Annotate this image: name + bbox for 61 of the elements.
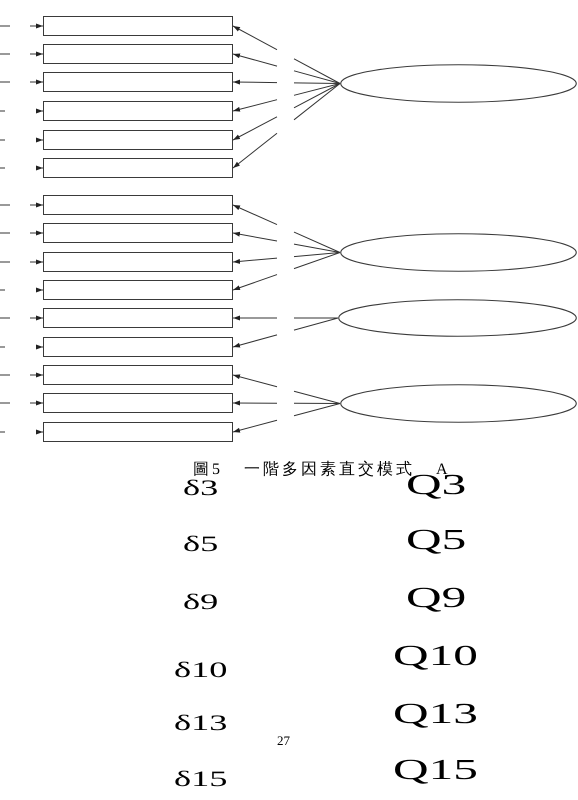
- arrow: [232, 400, 340, 406]
- empty-box: [43, 101, 233, 121]
- empty-box: [43, 337, 233, 357]
- error-label: δ13: [174, 712, 228, 734]
- error-label: δ3: [183, 477, 218, 499]
- item-label: Q5: [406, 526, 466, 555]
- arrow: [0, 430, 44, 434]
- arrow: [232, 83, 340, 168]
- arrow: [0, 260, 44, 264]
- empty-box: [43, 130, 233, 150]
- item-label: Q9: [406, 584, 466, 613]
- arrow: [232, 232, 340, 253]
- empty-box: [43, 44, 233, 64]
- item-label: Q15: [393, 756, 478, 785]
- arrow: [0, 52, 44, 56]
- item-label: Q13: [393, 700, 478, 729]
- arrow: [232, 204, 340, 253]
- arrow: [232, 53, 340, 84]
- arrow: [232, 403, 340, 433]
- empty-box: [43, 252, 233, 272]
- error-label: δ15: [174, 768, 228, 790]
- arrow: [0, 400, 44, 406]
- empty-box: [43, 72, 233, 92]
- arrow: [232, 26, 340, 84]
- empty-box: [43, 280, 233, 300]
- arrow: [232, 316, 338, 320]
- arrow: [232, 374, 340, 404]
- arrow: [0, 372, 44, 378]
- arrow: [0, 80, 44, 84]
- arrow: [232, 252, 340, 264]
- empty-box: [43, 422, 233, 442]
- arrow: [0, 138, 44, 142]
- arrow: [0, 288, 44, 292]
- arrow: [232, 83, 340, 140]
- arrow: [0, 202, 44, 208]
- arrow: [232, 318, 338, 348]
- empty-box: [43, 223, 233, 243]
- empty-box: [43, 195, 233, 215]
- arrow: [0, 316, 44, 320]
- arrow: [0, 230, 44, 236]
- ellipse: [340, 384, 577, 423]
- empty-box: [43, 158, 233, 178]
- error-label: δ10: [174, 659, 228, 681]
- error-label: δ9: [183, 591, 218, 613]
- empty-box: [43, 393, 233, 413]
- empty-box: [43, 365, 233, 385]
- ellipse: [340, 64, 577, 103]
- arrow: [232, 80, 340, 85]
- item-label: Q10: [393, 642, 478, 671]
- ellipse: [338, 299, 577, 337]
- arrow: [0, 166, 44, 170]
- arrow: [0, 108, 44, 114]
- arrow: [0, 344, 44, 350]
- empty-box: [43, 308, 233, 328]
- arrow: [232, 252, 340, 290]
- empty-box: [43, 16, 233, 36]
- error-label: δ5: [183, 533, 218, 555]
- arrow: [0, 24, 44, 28]
- ellipse: [340, 233, 577, 272]
- arrow: [232, 83, 340, 112]
- page-number: 27: [277, 734, 290, 747]
